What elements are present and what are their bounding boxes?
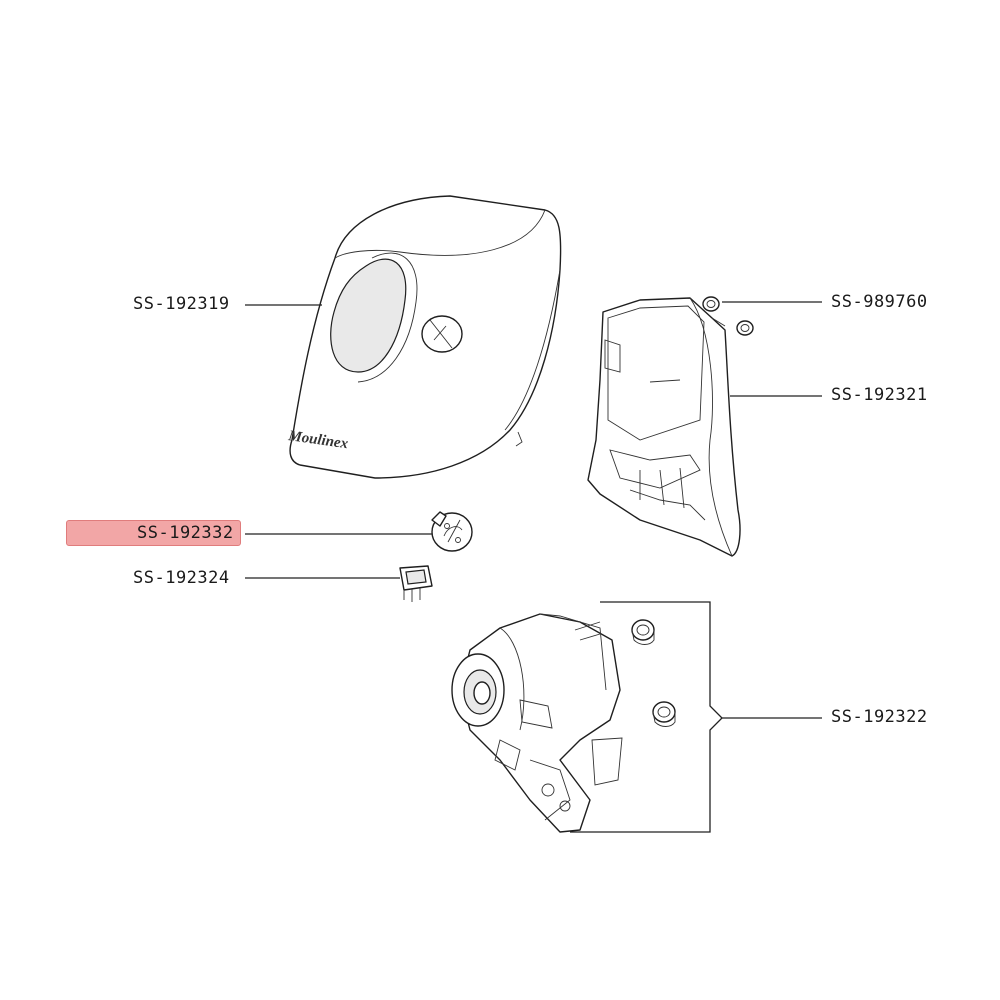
part-label-motor-assembly[interactable]: SS-192322 — [831, 707, 928, 727]
rear-housing-frame[interactable] — [587, 297, 741, 557]
motor-assembly[interactable] — [451, 613, 676, 833]
part-label-rocker-switch[interactable]: SS-192324 — [133, 568, 230, 588]
part-label-selector-knob-highlighted[interactable]: SS-192332 — [66, 520, 241, 546]
leader-lines — [245, 301, 822, 833]
part-label-rear-housing-frame[interactable]: SS-192321 — [831, 385, 928, 405]
selector-knob[interactable] — [431, 511, 473, 552]
bushings[interactable] — [702, 296, 754, 336]
part-label-bushings[interactable]: SS-989760 — [831, 292, 928, 312]
housing-cover[interactable]: Moulinex — [286, 195, 562, 479]
part-label-housing-cover[interactable]: SS-192319 — [133, 294, 230, 314]
rocker-switch[interactable] — [399, 565, 433, 602]
